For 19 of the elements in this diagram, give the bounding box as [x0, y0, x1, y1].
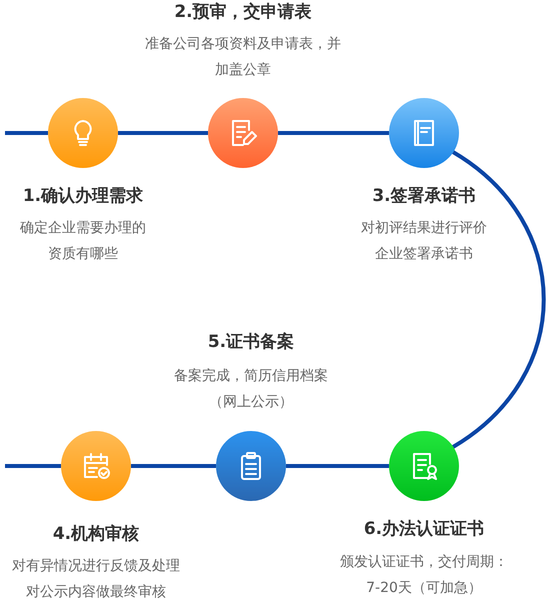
connector-line	[5, 464, 61, 468]
step-description: 对有异情况进行反馈及处理对公示内容做最终审核	[11, 557, 181, 601]
connector-line	[278, 131, 389, 135]
step-description: 确定企业需要办理的资质有哪些	[19, 219, 147, 264]
connector-line	[5, 131, 48, 135]
step-title: 2.预审，交申请表	[174, 1, 312, 23]
step-title: 4.机构审核	[52, 523, 140, 545]
connector-line	[452, 150, 546, 449]
step-description: 颁发认证证书，交付周期：7-20天（可加急）	[339, 553, 509, 598]
step-description: 备案完成，简历信用档案（网上公示）	[173, 367, 329, 412]
step-description: 准备公司各项资料及申请表，并加盖公章	[144, 35, 342, 80]
step-title: 6.办法认证证书	[364, 518, 484, 540]
step-description: 对初评结果进行评价企业签署承诺书	[360, 219, 488, 264]
connector-line	[286, 464, 389, 468]
step-title: 3.签署承诺书	[372, 185, 476, 207]
connector-line	[118, 131, 208, 135]
step-title: 5.证书备案	[208, 331, 294, 353]
connector-line	[131, 464, 216, 468]
step-title: 1.确认办理需求	[22, 185, 144, 207]
